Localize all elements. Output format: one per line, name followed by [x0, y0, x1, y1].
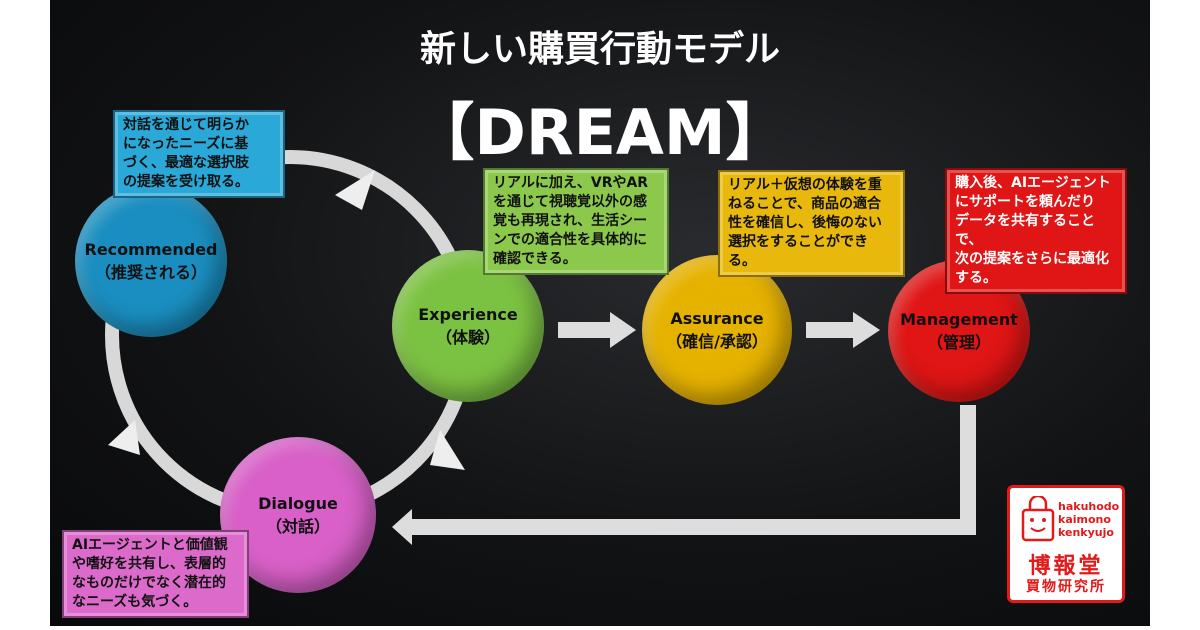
desc-management: 購入後、AIエージェントにサポートを頼んだりデータを共有することで、次の提案をさ…	[945, 168, 1127, 294]
arrow-assurance-management	[806, 312, 880, 348]
stage-label-en: Dialogue	[258, 493, 338, 513]
stage-label-en: Experience	[418, 304, 518, 324]
desc-line: 購入後、AIエージェント	[955, 175, 1111, 191]
desc-line: 対話を通じて明らか	[123, 117, 249, 133]
stage-label-ja: （推奨される）	[94, 262, 207, 282]
desc-line: 性を確信し、後悔のない	[728, 215, 882, 231]
stage-experience: Experience （体験）	[392, 250, 544, 402]
page-title: 新しい購買行動モデル	[419, 29, 780, 70]
desc-line: 選択をすることができる。	[728, 234, 868, 269]
desc-line: にサポートを頼んだり	[955, 194, 1095, 210]
desc-dialogue: AIエージェントと価値観や嗜好を共有し、表層的なものだけでなく潜在的なニーズも気…	[62, 530, 249, 618]
stage-label-ja: （対話）	[265, 516, 330, 536]
model-name: 【DREAM】	[412, 96, 788, 169]
logo-text: 博報堂	[1028, 554, 1104, 579]
stage-label-ja: （体験）	[435, 327, 500, 347]
desc-line: なものだけでなく潜在的	[72, 575, 226, 591]
desc-line: や嗜好を共有し、表層的	[72, 556, 226, 572]
desc-line: 次の提案をさらに最適化	[955, 251, 1109, 267]
desc-line: 覚も再現され、生活シー	[493, 213, 648, 229]
stage-label-ja: （管理）	[926, 332, 991, 352]
arrow-management-dialogue	[392, 405, 976, 545]
desc-line: ねることで、商品の適合	[728, 196, 882, 212]
stage-label-en: Management	[900, 309, 1018, 329]
logo-text: 買物研究所	[1026, 579, 1106, 595]
logo-text: hakuhodo	[1058, 500, 1120, 513]
logo-text: kenkyujo	[1058, 526, 1114, 539]
desc-line: づく、最適な選択肢	[123, 155, 249, 171]
shopping-bag-icon	[1021, 496, 1055, 542]
desc-line: する。	[955, 270, 997, 286]
desc-line: リアルに加え、VRやAR	[493, 175, 649, 191]
ring-arrow-top	[335, 170, 375, 210]
desc-line: 確認できる。	[493, 251, 577, 267]
desc-line: を通じて視聴覚以外の感	[493, 194, 647, 210]
stage-label-en: Assurance	[670, 308, 764, 328]
desc-line: リアル＋仮想の体験を重	[728, 177, 882, 193]
desc-line: の提案を受け取る。	[123, 174, 249, 190]
stage-recommended: Recommended （推奨される）	[75, 185, 227, 337]
stage-label-ja: （確信/承認）	[666, 331, 768, 351]
desc-line: AIエージェントと価値観	[72, 537, 228, 553]
desc-recommended: 対話を通じて明らかになったニーズに基づく、最適な選択肢の提案を受け取る。	[113, 110, 285, 198]
desc-line: ンでの適合性を具体的に	[493, 232, 647, 248]
stage-assurance: Assurance （確信/承認）	[642, 255, 792, 405]
desc-line: になったニーズに基	[123, 136, 249, 152]
desc-line: データを共有することで、	[955, 213, 1095, 248]
stage-label-en: Recommended	[84, 239, 218, 259]
desc-assurance: リアル＋仮想の体験を重ねることで、商品の適合性を確信し、後悔のない選択をすること…	[718, 170, 905, 277]
desc-line: なニーズも気づく。	[72, 594, 198, 610]
ring-arrow-right	[430, 430, 465, 470]
logo-text: kaimono	[1058, 513, 1111, 526]
desc-experience: リアルに加え、VRやAR を通じて視聴覚以外の感覚も再現され、生活シーンでの適合性…	[483, 168, 669, 275]
ring-arrow-left	[108, 420, 140, 455]
arrow-experience-assurance	[558, 312, 636, 348]
